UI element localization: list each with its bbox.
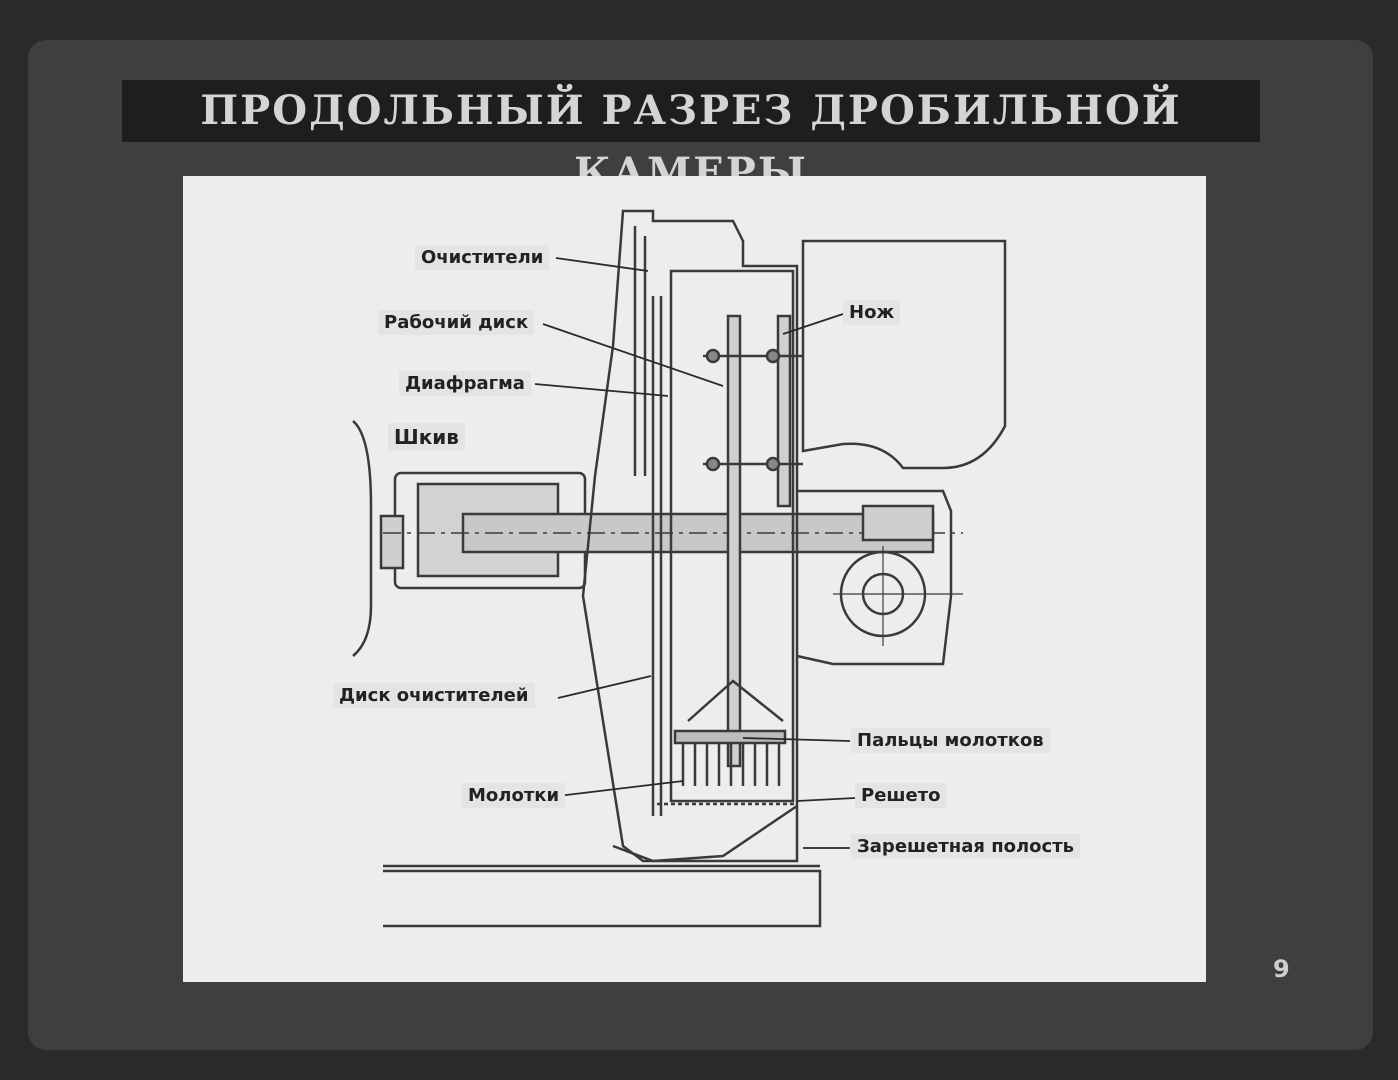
- title-band: [122, 80, 1260, 142]
- label-knife: Нож: [843, 300, 901, 325]
- feed-hopper: [801, 239, 1007, 470]
- chamber-cover: [581, 209, 799, 863]
- label-hammer-pins: Пальцы молотков: [851, 728, 1050, 753]
- cleaner-disk: [651, 296, 663, 816]
- label-cleaners: Очистители: [415, 245, 550, 270]
- label-sieve: Решето: [855, 783, 947, 808]
- page-number: 9: [1273, 955, 1290, 983]
- slide-title: ПРОДОЛЬНЫЙ РАЗРЕЗ ДРОБИЛЬНОЙ КАМЕРЫ: [200, 87, 1182, 196]
- label-working-disk: Рабочий диск: [378, 310, 535, 335]
- label-cleaner-disk: Диск очистителей: [333, 683, 535, 708]
- base-frame: [383, 869, 822, 928]
- hammer-assembly: [673, 679, 787, 786]
- left-support: [352, 420, 373, 657]
- label-hammers: Молотки: [462, 783, 566, 808]
- label-pulley: Шкив: [388, 423, 465, 451]
- working-disk: [726, 314, 742, 768]
- label-under-sieve-cavity: Зарешетная полость: [851, 834, 1081, 859]
- main-shaft: [461, 512, 935, 554]
- crusher-cross-section-drawing: [352, 209, 1007, 928]
- label-diaphragm: Диафрагма: [399, 371, 531, 396]
- diagram-panel: Очистители Рабочий диск Диафрагма Шкив Н…: [183, 176, 1206, 982]
- right-bearing-housing: [796, 489, 953, 666]
- hammer-chamber: [669, 269, 795, 803]
- lower-housing: [612, 804, 798, 863]
